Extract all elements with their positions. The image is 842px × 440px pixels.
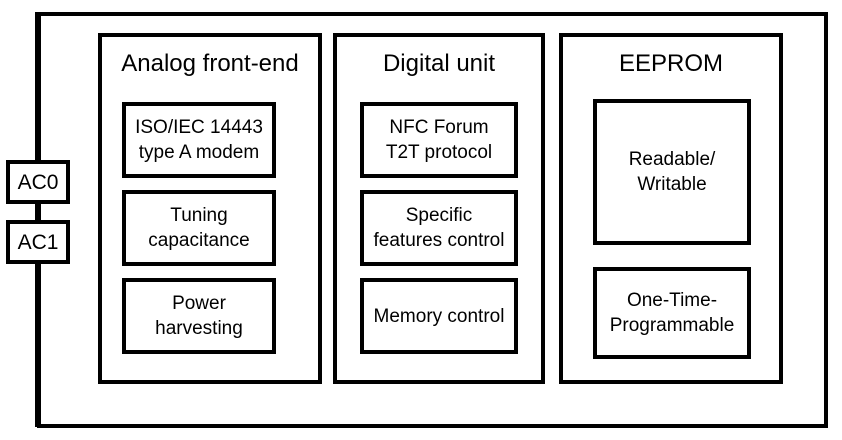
block-memory-control[interactable]: Memory control [360, 278, 518, 354]
antenna-connector-line-bottom [35, 261, 40, 427]
block-label-line2: features control [373, 230, 505, 251]
panel-analog-front-end[interactable]: Analog front-end ISO/IEC 14443 type A mo… [98, 33, 322, 384]
panel-eeprom[interactable]: EEPROM Readable/ Writable One-Time- Prog… [559, 33, 783, 384]
block-label-line2: Writable [637, 174, 707, 195]
block-label-line2: T2T protocol [385, 142, 493, 163]
block-label-line1: Tuning [170, 205, 228, 226]
block-label-line1: ISO/IEC 14443 [135, 117, 263, 138]
antenna-connector-line-top [35, 12, 40, 162]
antenna-connector-line-middle [35, 201, 40, 223]
panel-analog-front-end-title: Analog front-end [121, 50, 299, 77]
block-label-line1: Specific [405, 205, 473, 226]
block-label-line1: Memory control [373, 305, 505, 327]
block-specific-features-control[interactable]: Specific features control [360, 190, 518, 266]
block-power-harvesting[interactable]: Power harvesting [122, 278, 276, 354]
block-tuning-capacitance[interactable]: Tuning capacitance [122, 190, 276, 266]
panel-digital-unit[interactable]: Digital unit NFC Forum T2T protocol Spec… [333, 33, 545, 384]
block-label-line2: harvesting [155, 318, 243, 339]
block-label-line2: type A modem [138, 142, 260, 163]
block-label-line1: NFC Forum [389, 117, 489, 138]
pin-ac0-label: AC0 [17, 170, 59, 194]
pin-ac0[interactable]: AC0 [6, 160, 70, 204]
block-iso-iec-14443-type-a-modem[interactable]: ISO/IEC 14443 type A modem [122, 102, 276, 178]
block-label-line1: Readable/ [628, 149, 716, 170]
block-label-line1: Power [172, 293, 226, 314]
panel-digital-unit-title: Digital unit [382, 50, 496, 77]
block-one-time-programmable[interactable]: One-Time- Programmable [593, 267, 751, 359]
pin-ac1[interactable]: AC1 [6, 220, 70, 264]
block-readable-writable[interactable]: Readable/ Writable [593, 99, 751, 245]
block-label-line2: capacitance [148, 230, 250, 251]
block-label-line2: Programmable [609, 315, 735, 336]
block-nfc-forum-t2t-protocol[interactable]: NFC Forum T2T protocol [360, 102, 518, 178]
pin-ac1-label: AC1 [17, 230, 59, 254]
block-label-line1: One-Time- [626, 290, 718, 311]
panel-eeprom-title: EEPROM [618, 50, 723, 77]
